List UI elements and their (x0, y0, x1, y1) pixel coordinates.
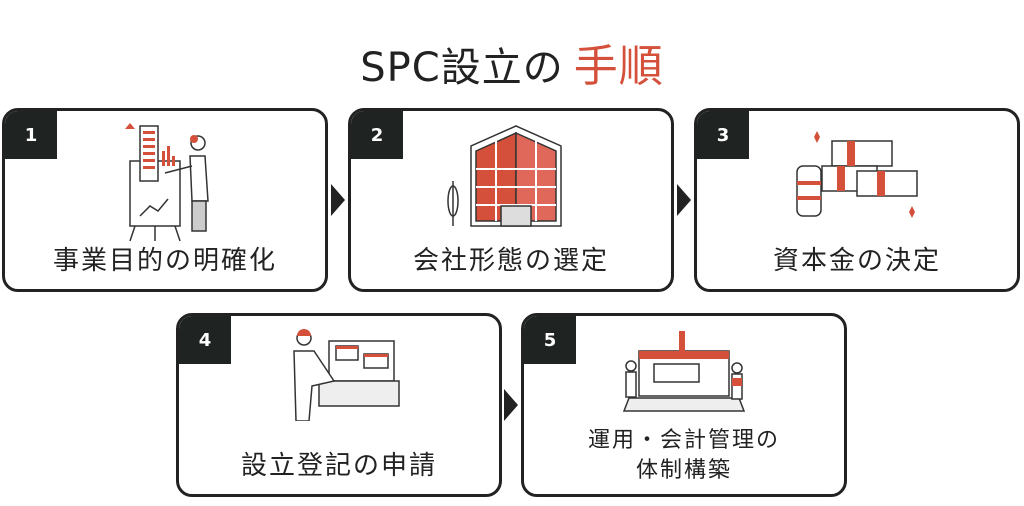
step-label: 会社形態の選定 (412, 246, 609, 276)
system-build-icon (622, 331, 746, 412)
step-label-line-2: 体制構築 (635, 458, 732, 483)
step-card-3: 3 資本金の決定 (694, 108, 1020, 292)
step-label: 設立登記の申請 (240, 451, 437, 481)
step-number-badge: 1 (5, 111, 57, 159)
arrow-right-icon (331, 184, 345, 216)
step-card-4: 4 設立登記の申請 (176, 313, 502, 497)
arrow-right-icon (677, 184, 691, 216)
step-number-badge: 5 (524, 316, 576, 364)
step-label: 事業目的の明確化 (52, 246, 277, 276)
arrow-right-icon (504, 389, 518, 421)
step-card-2: 2 会社形態の選定 (348, 108, 674, 292)
step-number-badge: 2 (351, 111, 403, 159)
step-number-badge: 3 (697, 111, 749, 159)
step-card-5: 5 運用・会計管理の体制構築 (521, 313, 847, 497)
money-stack-icon (796, 131, 918, 218)
title-main: SPC設立の (360, 45, 564, 91)
office-building-icon (447, 125, 562, 227)
step-card-1: 1 事業目的の明確化 (2, 108, 328, 292)
step-label: 運用・会計管理の体制構築 (524, 426, 844, 486)
office-worker-icon (293, 329, 400, 421)
title-accent: 手順 (573, 41, 664, 92)
step-number-badge: 4 (179, 316, 231, 364)
step-label: 資本金の決定 (772, 246, 941, 276)
step-label-line-1: 運用・会計管理の (587, 428, 780, 453)
presentation-chart-icon (125, 123, 209, 241)
page-title: SPC設立の手順 (0, 30, 1024, 94)
